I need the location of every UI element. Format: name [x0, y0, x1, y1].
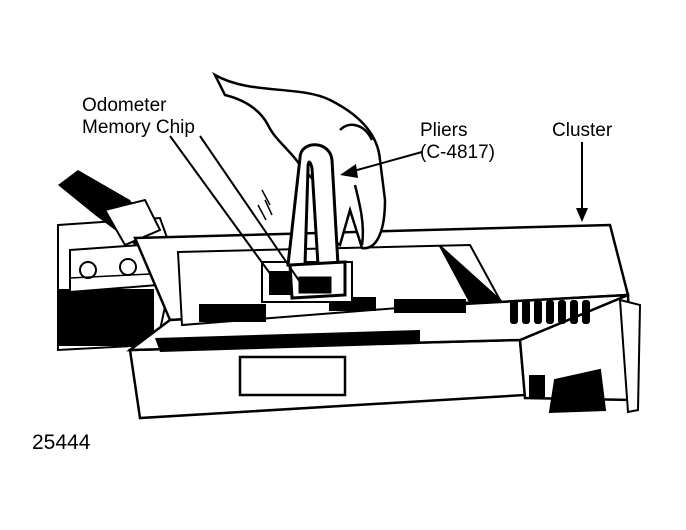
- pliers: [286, 143, 347, 300]
- leader-lines: [169, 135, 588, 291]
- odometer-label-line1: Odometer: [82, 95, 167, 116]
- pliers-label: Pliers (C-4817): [420, 120, 495, 164]
- odometer-memory-chip-label: Odometer Memory Chip: [82, 95, 195, 139]
- pliers-label-line2: (C-4817): [420, 142, 495, 163]
- wiring-strap: [58, 170, 162, 247]
- odometer-label-line2: Memory Chip: [82, 117, 195, 138]
- cluster-label: Cluster: [552, 120, 613, 141]
- front-band: [155, 330, 420, 352]
- pliers-label-line1: Pliers: [420, 120, 468, 141]
- figure-number: 25444: [32, 431, 91, 454]
- mounting-bracket: [529, 298, 642, 414]
- display-window: [238, 355, 347, 397]
- vent-slots: [510, 300, 590, 324]
